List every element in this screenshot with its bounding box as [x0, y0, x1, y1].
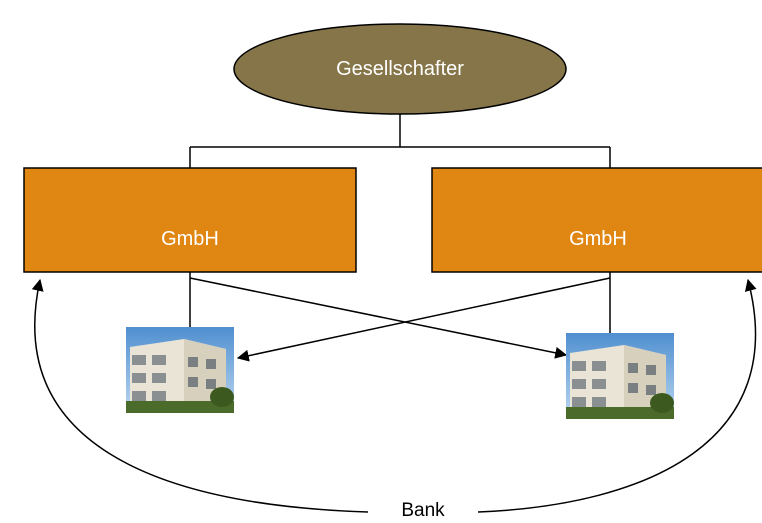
bank-label: Bank	[368, 500, 478, 522]
bank-arrow-right	[477, 278, 757, 513]
company-left-node	[23, 167, 357, 273]
company-right-label: GmbH	[569, 228, 627, 250]
bank-arrow-left	[31, 278, 369, 513]
company-left-label: GmbH	[161, 228, 219, 250]
building-photo-icon	[126, 327, 234, 413]
company-right-node	[431, 167, 762, 273]
owner-label: Gesellschafter	[336, 58, 464, 80]
owner-node	[233, 23, 567, 115]
building-photo-icon	[566, 333, 674, 419]
